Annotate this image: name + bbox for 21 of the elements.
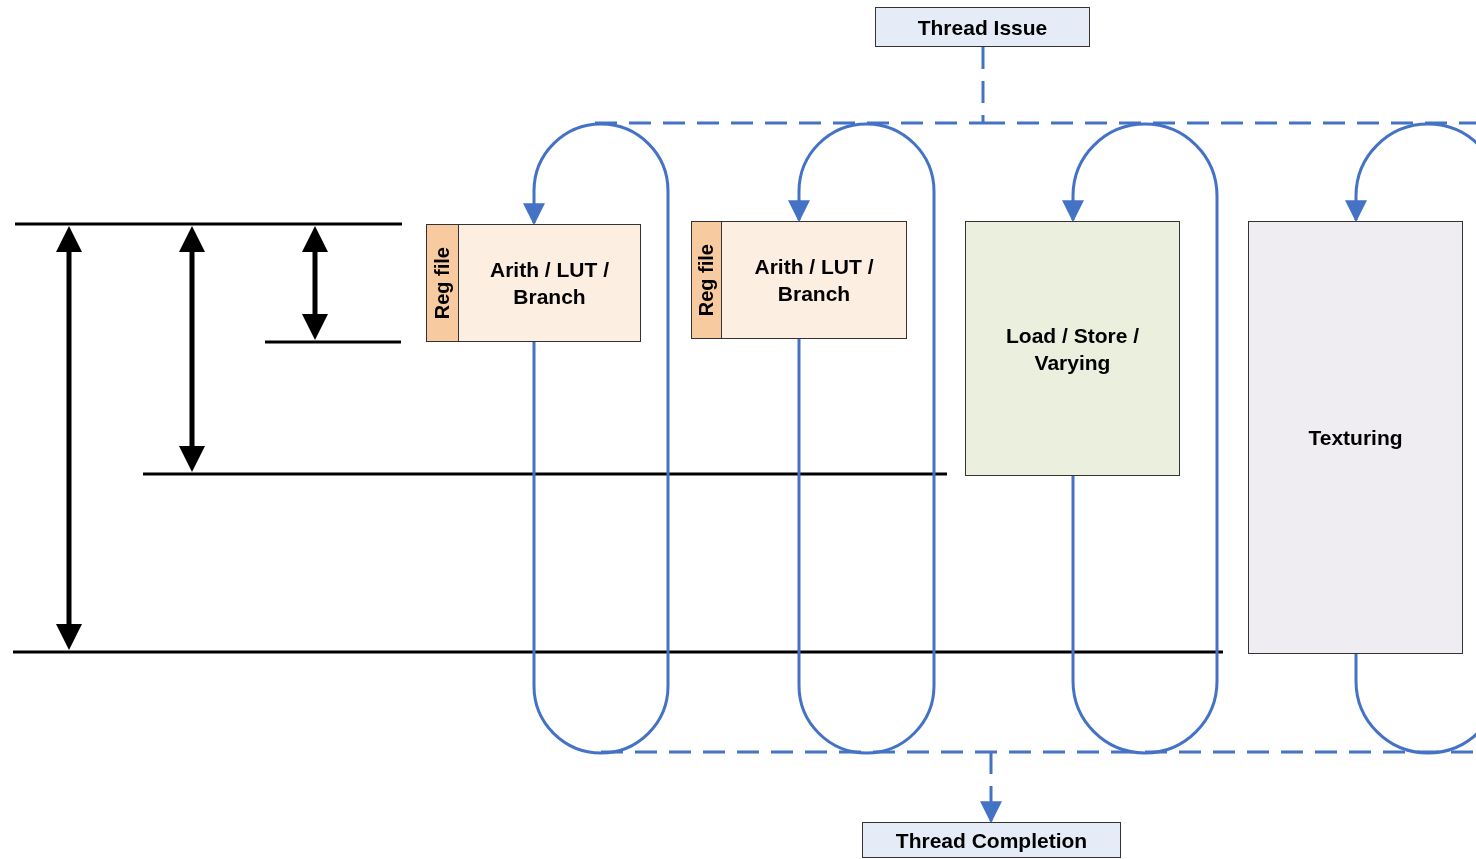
box-label: Arith / LUT / Branch <box>489 257 610 310</box>
loop-arrow <box>1062 122 1219 755</box>
pipeline-box <box>426 224 641 342</box>
dashed-connector <box>599 750 1476 824</box>
terminal-box <box>875 7 1090 47</box>
box-label: Thread Issue <box>917 14 1048 41</box>
loop-arrow <box>1345 122 1476 755</box>
box-label: Load / Store / Varying <box>1005 322 1140 376</box>
register-file-band <box>427 225 459 341</box>
terminal-box <box>862 822 1121 858</box>
pipeline-box <box>691 221 907 339</box>
box-label: Texturing <box>1308 425 1403 451</box>
pipeline-box <box>1248 221 1463 654</box>
band-label: Reg file <box>695 243 718 317</box>
band-label: Reg file <box>431 246 454 320</box>
loop-arrow <box>788 122 936 755</box>
pipeline-box <box>965 221 1180 476</box>
box-label: Arith / LUT / Branch <box>753 254 875 307</box>
register-file-band <box>692 222 722 338</box>
loop-arrow <box>523 122 670 755</box>
box-label: Thread Completion <box>895 827 1088 854</box>
